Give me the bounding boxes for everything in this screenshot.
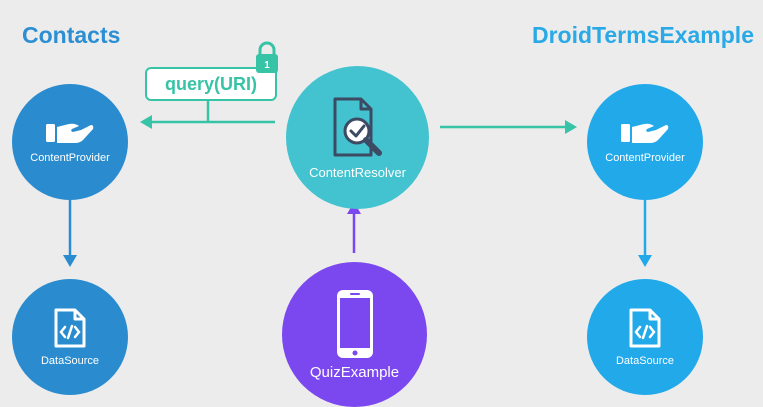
- code-file-icon: [629, 308, 661, 348]
- title-droid-terms-example: DroidTermsExample: [532, 22, 754, 48]
- arrowhead-datasource-left: [63, 255, 77, 267]
- document-search-icon: [333, 97, 382, 157]
- code-file-icon: [54, 308, 86, 348]
- quiz-example-label: QuizExample: [309, 364, 400, 381]
- content-resolver-label: ContentResolver: [309, 165, 406, 180]
- data-source-left: DataSource: [12, 279, 128, 395]
- content-resolver: ContentResolver: [286, 66, 429, 209]
- arrowhead-datasource-right: [638, 255, 652, 267]
- quiz-example: QuizExample: [282, 262, 427, 407]
- arrowhead-provider-left: [140, 115, 152, 129]
- content-provider-right: ContentProvider: [587, 84, 703, 200]
- content-provider-left: ContentProvider: [12, 84, 128, 200]
- content-provider-label: ContentProvider: [605, 152, 685, 164]
- lock-number: 1: [264, 60, 270, 71]
- title-contacts: Contacts: [22, 22, 121, 48]
- data-source-right: DataSource: [587, 279, 703, 395]
- hand-icon: [46, 123, 94, 143]
- phone-icon: [336, 290, 373, 358]
- data-source-label: DataSource: [615, 355, 675, 367]
- arrowhead-provider-right: [565, 120, 577, 134]
- hand-icon: [621, 123, 669, 143]
- data-source-label: DataSource: [40, 355, 100, 367]
- content-provider-label: ContentProvider: [30, 152, 110, 164]
- lock-icon: 1: [256, 41, 278, 73]
- query-uri-label: query(URI): [145, 67, 277, 101]
